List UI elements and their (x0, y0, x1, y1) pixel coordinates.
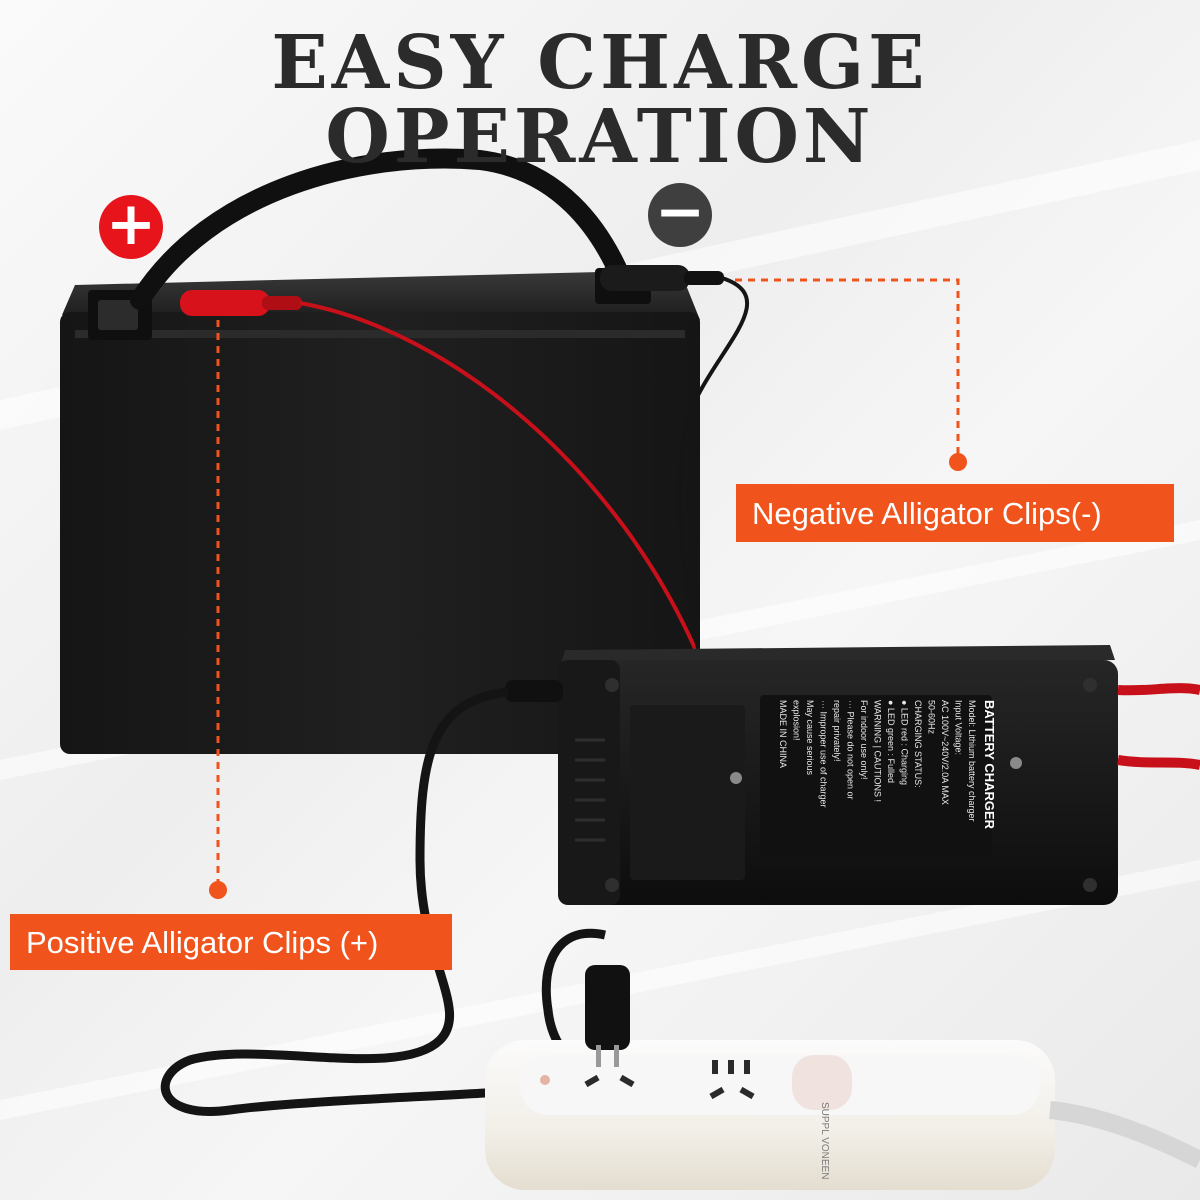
charger-label-line: WARNING | CAUTIONS ! (873, 700, 883, 802)
charger-label-line: Input Voltage: (954, 700, 964, 755)
negative-leader-line (735, 278, 960, 460)
power-strip (485, 1040, 1200, 1190)
charger-label-line: 50-60Hz (927, 700, 937, 735)
battery-strap (130, 148, 630, 310)
negative-cable (677, 276, 750, 661)
charger-label-line: ● LED red : Charging (900, 700, 910, 785)
charger-label-line: ··· Please do not open or (846, 700, 856, 800)
negative-terminal-icon: − (648, 182, 712, 247)
positive-cable (299, 301, 702, 661)
charger-label-line: ··· Improper use of charger (819, 700, 829, 808)
charger-label-plate: BATTERY CHARGER Model: Lithium battery c… (778, 700, 997, 830)
positive-clip (180, 290, 302, 316)
charger-label-line: ● LED green : Fulled (886, 700, 896, 783)
charger (505, 645, 1200, 905)
positive-leader-dot (209, 881, 227, 899)
negative-clips-label: Negative Alligator Clips(-) (736, 484, 1174, 542)
charger-label-line: MADE IN CHINA (778, 700, 788, 768)
charger-label-line: repair privately! (832, 700, 842, 762)
page-title: EASY CHARGE OPERATION (271, 20, 929, 180)
negative-leader-dot (949, 453, 967, 471)
strip-brand: SUPPL VONEEN (819, 1102, 830, 1179)
charger-label-line: For indoor use only! (859, 700, 869, 780)
charger-label-line: explosion! (792, 700, 802, 741)
positive-clips-label: Positive Alligator Clips (+) (10, 914, 452, 970)
charger-label-line: Model: Lithium battery charger (967, 700, 977, 822)
negative-clip (600, 265, 724, 291)
charger-label-line: May cause serious (805, 700, 815, 776)
charger-label-line: CHARGING STATUS: (913, 700, 923, 788)
charger-label-title: BATTERY CHARGER (982, 700, 997, 830)
charger-label-line: AC 100V~240V/2.0A MAX (940, 700, 950, 805)
ac-cord (160, 687, 571, 1116)
plug (585, 965, 630, 1067)
positive-terminal-icon: + (99, 194, 163, 259)
